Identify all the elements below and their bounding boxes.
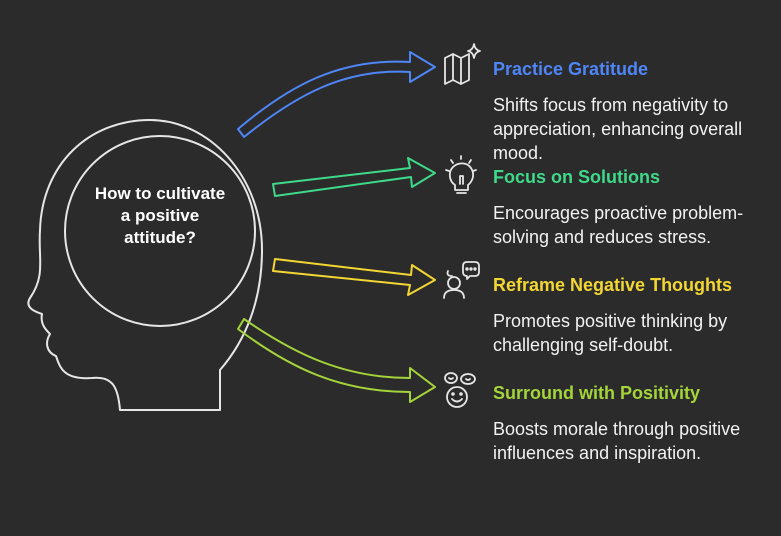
head-silhouette bbox=[27, 119, 263, 411]
lightbulb-icon bbox=[445, 155, 477, 194]
map-sparkle-icon bbox=[444, 43, 481, 85]
arrow-focus-on-solutions bbox=[272, 157, 436, 197]
desc-reframe-negative-thoughts: Promotes positive thinking by challengin… bbox=[493, 311, 728, 355]
title-practice-gratitude: Practice Gratitude bbox=[493, 59, 649, 79]
arrow-practice-gratitude bbox=[237, 51, 436, 138]
arrow-reframe-negative-thoughts bbox=[272, 258, 436, 296]
arrow-surround-with-positivity bbox=[237, 318, 436, 403]
desc-focus-on-solutions: Encourages proactive problem-solving and… bbox=[493, 203, 744, 247]
title-surround-with-positivity: Surround with Positivity bbox=[493, 383, 701, 403]
center-question: How to cultivate a positive attitude? bbox=[94, 184, 226, 247]
title-focus-on-solutions: Focus on Solutions bbox=[493, 167, 660, 187]
center-circle bbox=[64, 135, 256, 327]
desc-practice-gratitude: Shifts focus from negativity to apprecia… bbox=[493, 95, 743, 163]
smiley-faces-icon bbox=[444, 372, 476, 408]
desc-surround-with-positivity: Boosts morale through positive influence… bbox=[493, 419, 741, 463]
person-thought-bubble-icon bbox=[443, 261, 480, 299]
title-reframe-negative-thoughts: Reframe Negative Thoughts bbox=[493, 275, 733, 295]
